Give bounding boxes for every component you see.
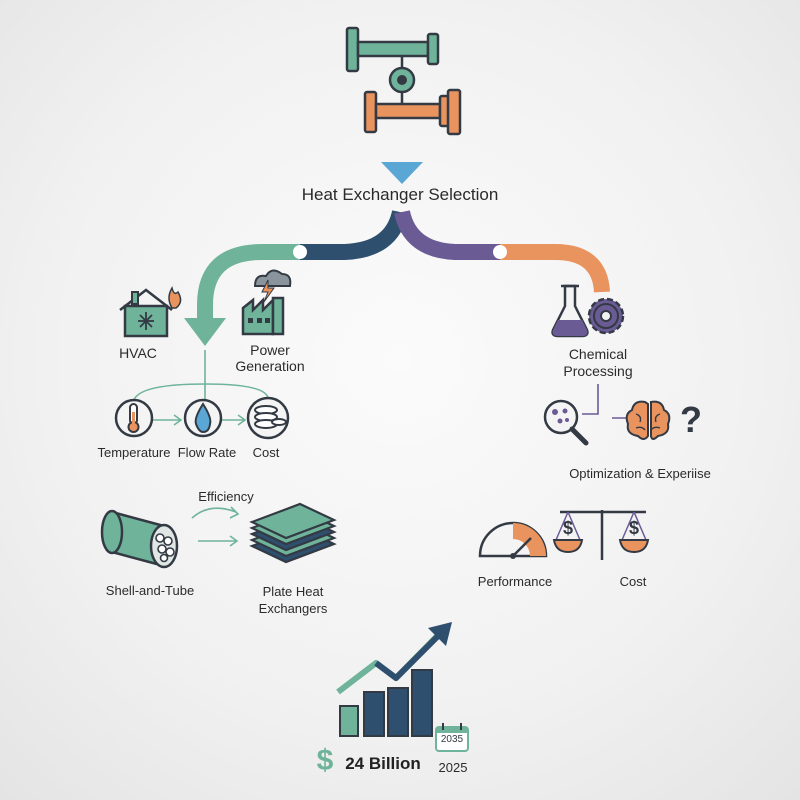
trend-arrowhead [428,622,452,646]
scales-icon [552,510,650,560]
pipes-icon [345,26,462,136]
lightning-icon [261,279,275,303]
question-icon: ? [680,399,702,440]
label-market-value: 24 Billion [345,754,421,773]
label-market-year: 2025 [438,760,468,775]
label-cost-tradeoff: Cost [619,574,647,589]
dollar-icon-right-pan: $ [628,518,639,538]
branch-arrow-icon [184,318,226,346]
valve-icon [388,66,416,94]
label-optimization: Optimization & Experiise [569,466,711,481]
funnel-icon [381,162,423,184]
label-cost-factor: Cost [252,445,280,460]
label-plate-line2: Exchangers [258,601,328,616]
label-chemical-line2: Processing [563,363,633,379]
bar-chart-icon [339,669,433,737]
water-drop-icon [183,398,223,438]
house-icon [119,288,173,338]
label-efficiency: Efficiency [198,489,254,504]
label-flow-rate: Flow Rate [177,445,237,460]
trend-arrow-icon [374,633,441,681]
dollar-icon-left-pan: $ [562,518,573,538]
gear-icon [587,297,625,335]
factor-arrow [150,414,183,426]
calendar-icon [435,723,469,752]
label-performance: Performance [477,574,553,589]
factory-icon [241,269,292,336]
label-plate-line1: Plate Heat [262,584,324,599]
calendar-year: 2035 [440,734,464,745]
factor-connector [133,383,269,401]
gauge-icon [478,521,548,559]
coins-icon [246,396,290,440]
label-power-line2: Generation [235,358,305,374]
label-hvac: HVAC [119,345,157,361]
magnifier-icon [543,399,589,446]
label-power-line1: Power [250,342,290,358]
label-shell-and-tube: Shell-and-Tube [105,583,195,598]
factor-arrow [222,414,247,426]
flask-icon [551,284,589,338]
tube-bundle-icon [100,509,179,569]
type-arrow [198,535,239,547]
diagram-title: Heat Exchanger Selection [301,185,499,204]
flame-icon [168,286,182,309]
snowflake-icon [138,312,154,330]
dollar-icon: $ [316,744,334,777]
brain-icon [625,400,671,440]
efficiency-arrow [191,506,240,519]
thermometer-icon [114,398,154,438]
branch-curves [197,209,610,318]
plate-stack-icon [249,502,337,564]
label-chemical-line1: Chemical [568,346,628,362]
label-temperature: Temperature [97,445,171,460]
